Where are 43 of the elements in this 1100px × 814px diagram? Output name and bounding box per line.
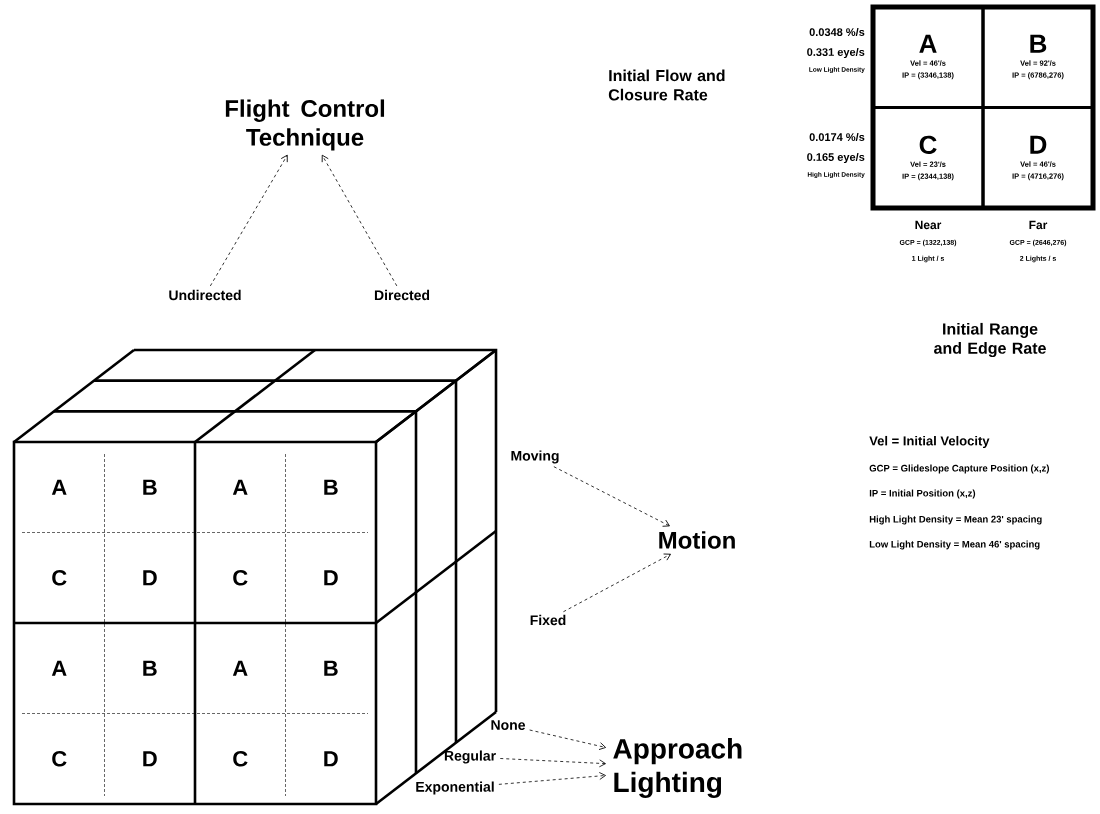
cell-letter: B	[143, 479, 157, 495]
cell-letter: A	[51, 479, 67, 495]
arrow	[321, 154, 398, 287]
level-label: Fixed	[530, 614, 566, 626]
level-label: None	[491, 720, 526, 730]
column-label: Far	[1029, 220, 1048, 230]
cell-letter: D	[143, 751, 157, 767]
axis-title: Initial Flow and Closure Rate	[608, 69, 725, 101]
key-text: IP = Initial Position (x,z)	[869, 489, 976, 499]
cell-letter: D	[324, 751, 338, 767]
level-label: Exponential	[416, 781, 494, 795]
key-text: High Light Density = Mean 23' spacing	[869, 515, 1042, 525]
key-text: Low Light Density = Mean 46' spacing	[869, 540, 1040, 550]
cell-letter: D	[143, 570, 157, 586]
cell-letter: D	[324, 570, 338, 586]
axis-title: Flight Control Technique	[225, 99, 385, 151]
arrow	[553, 466, 670, 527]
cell-letter: A	[232, 660, 248, 676]
cell-letter: A	[51, 660, 67, 676]
axis-title: Motion	[659, 531, 735, 549]
arrow	[529, 729, 607, 750]
key-text: GCP = Glideslope Capture Position (x,z)	[869, 464, 1049, 474]
level-label: Regular	[444, 750, 496, 764]
cell-letter: C	[52, 569, 67, 586]
cell-letter: C	[233, 569, 248, 586]
level-label: Directed	[374, 289, 430, 301]
key-text: Vel = Initial Velocity	[869, 435, 990, 449]
cell-letter: B	[324, 479, 338, 495]
cell-letter: C	[52, 750, 67, 767]
cell-letter: A	[232, 479, 248, 495]
arrow	[563, 553, 671, 613]
arrow	[209, 154, 288, 287]
arrow	[498, 772, 606, 785]
cell-letter: B	[324, 660, 338, 676]
axis-title: Initial Range and Edge Rate	[934, 322, 1046, 358]
cell-letter: B	[143, 660, 157, 676]
rate-value: 0.0174 %/s	[809, 132, 865, 142]
level-label: Moving	[511, 450, 559, 464]
arrow	[499, 758, 606, 768]
cell-letter: C	[233, 750, 248, 767]
column-label: Near	[915, 220, 942, 230]
level-label: Undirected	[169, 289, 241, 301]
axis-title: Approach Lighting	[613, 738, 742, 798]
